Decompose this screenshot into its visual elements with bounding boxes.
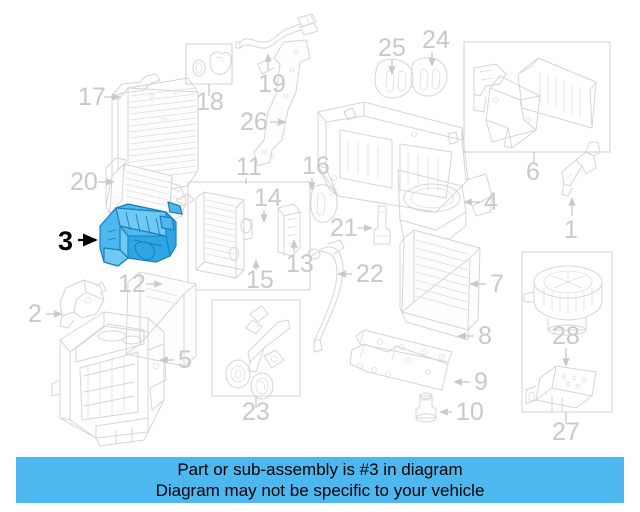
callout-label-20: 20 [70,168,98,196]
callout-label-1: 1 [564,216,578,244]
callout-label-17: 17 [78,83,106,111]
part-1-temperature-sensor [561,141,601,197]
part-23-linkage-kit [211,299,301,408]
callout-label-13: 13 [286,250,314,278]
part-16-insulator [310,184,338,223]
callout-label-18: 18 [196,88,224,116]
part-26-mounting-bracket [253,39,311,167]
part-7-evaporator-core [399,229,481,341]
callout-label-27: 27 [552,418,580,446]
callout-label-5: 5 [178,346,192,374]
info-banner: Part or sub-assembly is #3 in diagram Di… [16,457,624,503]
part-5-main-hvac-housing [51,311,167,447]
callout-label-14: 14 [254,184,282,212]
part-4-blower-housing [317,101,493,249]
callout-label-15: 15 [246,266,274,294]
callout-label-22: 22 [356,260,384,288]
callout-label-26: 26 [240,108,268,136]
callout-label-21: 21 [330,214,358,242]
callout-label-4: 4 [484,188,498,216]
callout-label-11: 11 [236,153,262,181]
callout-label-6: 6 [526,158,540,186]
part-18-grommet-set [185,43,233,96]
part-28-blower-motor [523,265,603,336]
banner-line-1: Part or sub-assembly is #3 in diagram [177,460,463,479]
part-2-recirculation-actuator [59,279,107,329]
callout-label-8: 8 [478,322,492,350]
callout-label-7: 7 [490,270,504,298]
part-8-seal-strip [355,329,453,363]
part-21-drain-valve [373,205,391,245]
callout-label-2: 2 [28,300,42,328]
callout-label-25: 25 [378,34,406,62]
part-27-blower-resistor-box [521,251,613,424]
callout-label-24: 24 [422,26,450,54]
callout-group: 17 18 19 25 24 26 6 20 11 16 [28,26,580,446]
callout-label-23: 23 [242,398,270,426]
callout-label-16: 16 [302,152,330,180]
callout-label-28: 28 [552,322,580,350]
part-10-mounting-bolt [415,392,437,423]
callout-label-9: 9 [474,368,488,396]
part-6-air-distribution-housing [463,41,611,162]
banner-line-2: Diagram may not be specific to your vehi… [155,481,485,500]
part-3-mode-actuator-motor-highlighted [99,193,195,267]
callout-label-3: 3 [58,226,73,256]
part-11-evaporator-kit [187,181,311,291]
callout-label-12: 12 [118,270,146,298]
part-19-heater-hose [235,13,319,49]
part-27-blower-resistor [525,365,597,413]
callout-label-19: 19 [258,70,286,98]
part-24-seal [410,57,448,97]
part-9-gasket-plate [349,343,449,391]
part-25-seal [374,58,414,99]
callout-label-10: 10 [456,398,484,426]
